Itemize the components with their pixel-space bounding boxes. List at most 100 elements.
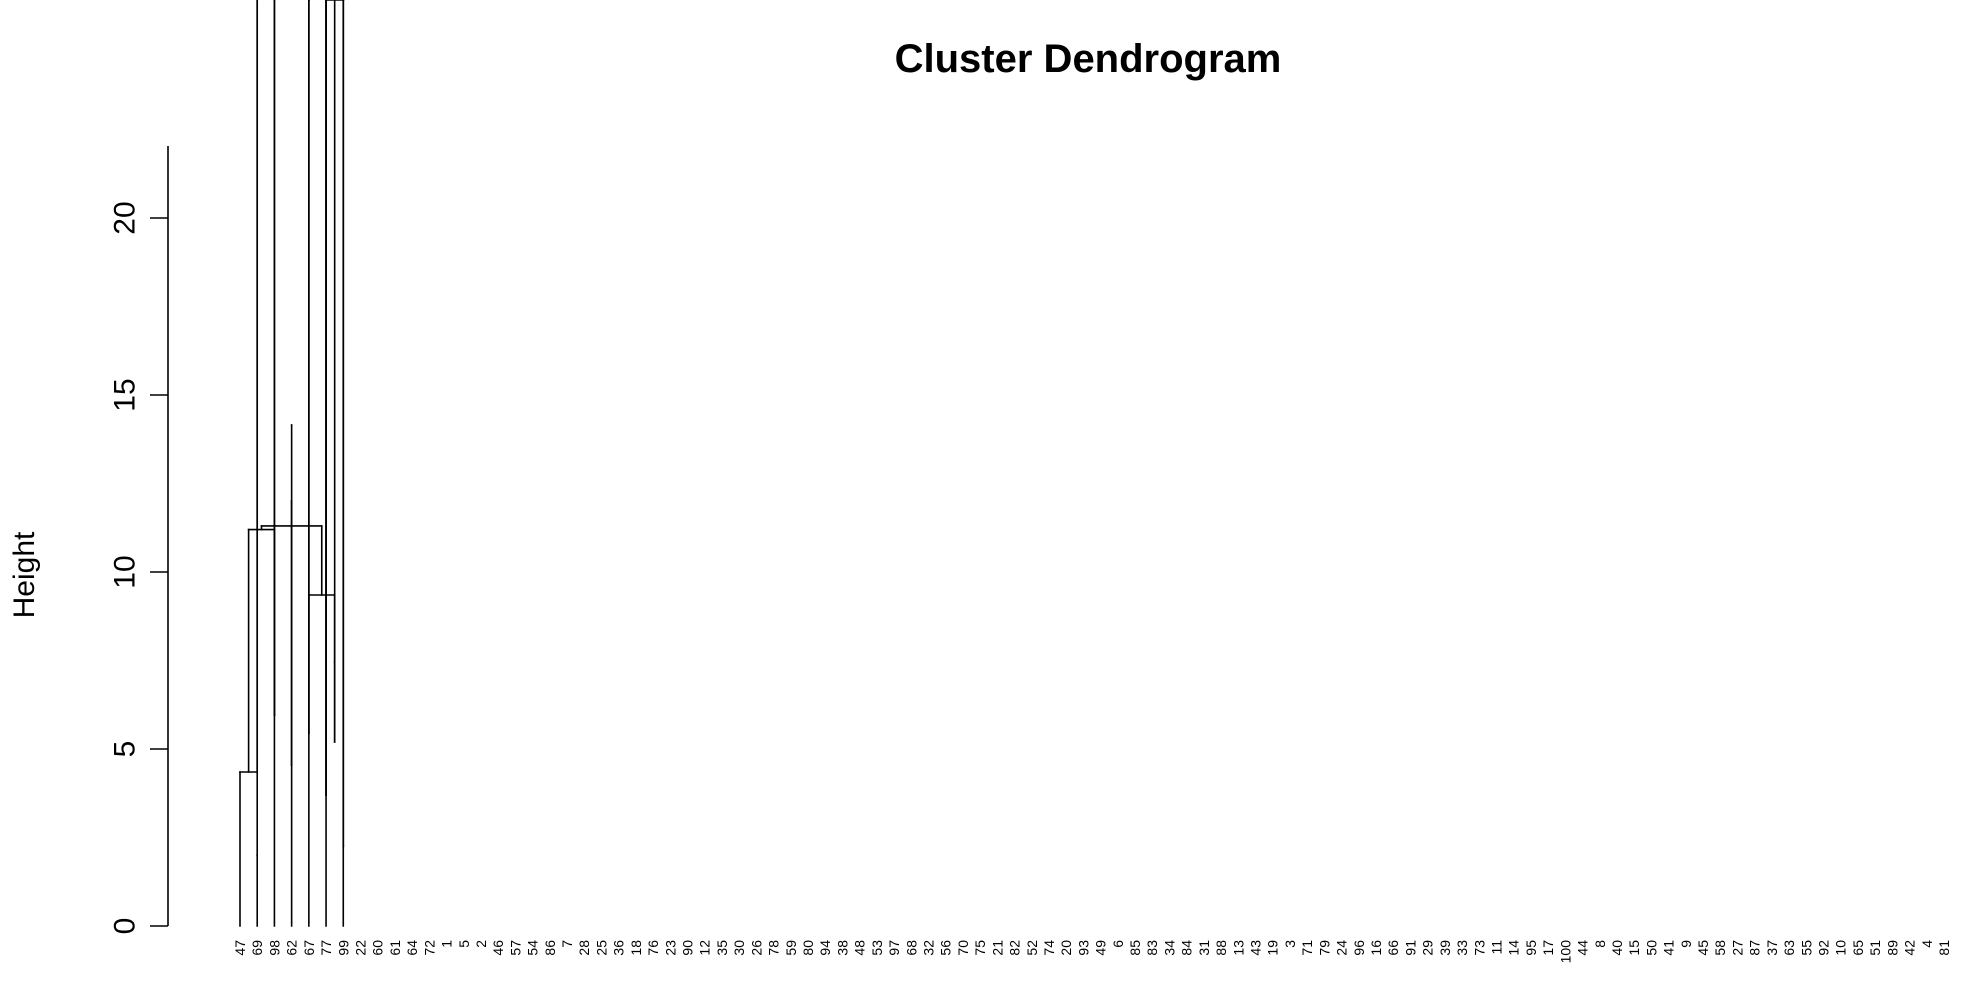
leaf-label: 85: [1127, 940, 1143, 956]
leaf-label: 27: [1729, 940, 1745, 956]
leaf-label: 69: [249, 940, 265, 956]
leaf-label: 65: [1850, 940, 1866, 956]
leaf-label: 57: [507, 940, 523, 956]
leaf-label: 86: [542, 940, 558, 956]
leaf-label: 41: [1661, 940, 1677, 956]
leaf-label: 55: [1798, 940, 1814, 956]
y-axis: 0 5 10 15 20: [109, 146, 169, 934]
leaf-label: 49: [1093, 940, 1109, 956]
leaf-label: 43: [1248, 940, 1264, 956]
leaf-label: 7: [559, 940, 575, 948]
leaf-label: 97: [886, 940, 902, 956]
leaf-label: 62: [284, 940, 300, 956]
leaf-label: 100: [1557, 940, 1573, 964]
leaf-label: 60: [370, 940, 386, 956]
leaf-label: 38: [834, 940, 850, 956]
leaf-label: 10: [1833, 940, 1849, 956]
leaf-label: 21: [989, 940, 1005, 956]
leaf-label: 68: [903, 940, 919, 956]
leaf-label: 58: [1712, 940, 1728, 956]
leaf-label: 42: [1902, 940, 1918, 956]
leaf-label: 82: [1007, 940, 1023, 956]
leaf-label: 63: [1781, 940, 1797, 956]
leaf-label: 94: [817, 940, 833, 956]
leaf-label: 9: [1678, 940, 1694, 948]
leaf-label: 51: [1867, 940, 1883, 956]
leaf-label: 52: [1024, 940, 1040, 956]
y-tick-label: 15: [109, 378, 142, 411]
leaf-label: 36: [611, 940, 627, 956]
leaf-label: 90: [680, 940, 696, 956]
leaf-label: 19: [1265, 940, 1281, 956]
y-tick-label: 0: [109, 918, 142, 935]
leaf-label: 66: [1385, 940, 1401, 956]
leaf-label: 44: [1575, 940, 1591, 956]
leaf-label: 12: [697, 940, 713, 956]
leaf-label: 6: [1110, 940, 1126, 948]
leaf-label: 4: [1919, 940, 1935, 948]
leaf-label: 93: [1075, 940, 1091, 956]
leaf-label: 28: [576, 940, 592, 956]
leaf-label: 53: [869, 940, 885, 956]
leaf-label: 25: [593, 940, 609, 956]
leaf-label: 73: [1471, 940, 1487, 956]
leaf-label: 22: [352, 940, 368, 956]
leaf-label: 64: [404, 940, 420, 956]
leaf-label: 56: [938, 940, 954, 956]
leaf-label: 23: [662, 940, 678, 956]
leaf-label: 37: [1764, 940, 1780, 956]
leaf-label: 1: [439, 940, 455, 948]
leaf-label: 59: [783, 940, 799, 956]
leaf-label: 54: [525, 940, 541, 956]
leaf-label: 92: [1816, 940, 1832, 956]
leaf-label: 11: [1488, 940, 1504, 955]
leaf-label: 48: [852, 940, 868, 956]
leaf-label: 83: [1144, 940, 1160, 956]
leaf-label: 29: [1420, 940, 1436, 956]
leaf-label: 35: [714, 940, 730, 956]
leaf-label: 39: [1437, 940, 1453, 956]
leaf-label: 14: [1506, 940, 1522, 956]
leaf-label: 15: [1626, 940, 1642, 956]
leaf-label: 26: [748, 940, 764, 956]
leaf-label: 30: [731, 940, 747, 956]
leaf-label: 96: [1351, 940, 1367, 956]
y-tick-label: 5: [109, 741, 142, 758]
leaf-label: 72: [421, 940, 437, 956]
leaf-label: 76: [645, 940, 661, 956]
y-axis-label: Height: [8, 531, 41, 618]
leaf-label: 18: [628, 940, 644, 956]
leaf-label: 74: [1041, 940, 1057, 956]
leaf-label: 34: [1161, 940, 1177, 956]
leaf-label: 98: [266, 940, 282, 956]
leaf-label: 61: [387, 940, 403, 956]
leaf-label: 87: [1747, 940, 1763, 956]
leaf-label: 16: [1368, 940, 1384, 956]
leaf-label: 89: [1884, 940, 1900, 956]
leaf-label: 84: [1179, 940, 1195, 956]
y-tick-label: 20: [109, 201, 142, 234]
leaf-label: 32: [920, 940, 936, 956]
leaf-label: 45: [1695, 940, 1711, 956]
leaf-label: 79: [1316, 940, 1332, 956]
leaf-label: 20: [1058, 940, 1074, 956]
leaf-label: 24: [1334, 940, 1350, 956]
leaf-label: 46: [490, 940, 506, 956]
y-tick-label: 10: [109, 555, 142, 588]
leaf-label: 70: [955, 940, 971, 956]
leaf-label: 80: [800, 940, 816, 956]
leaf-label: 40: [1609, 940, 1625, 956]
leaf-label: 13: [1230, 940, 1246, 956]
leaf-label: 99: [335, 940, 351, 956]
chart-title: Cluster Dendrogram: [895, 37, 1282, 81]
leaf-label: 5: [456, 940, 472, 948]
leaf-label: 77: [318, 940, 334, 956]
leaf-label: 78: [766, 940, 782, 956]
leaf-label: 67: [301, 940, 317, 956]
leaf-label: 8: [1592, 940, 1608, 948]
leaf-label: 3: [1282, 940, 1298, 948]
leaf-label: 50: [1643, 940, 1659, 956]
leaf-label: 88: [1213, 940, 1229, 956]
